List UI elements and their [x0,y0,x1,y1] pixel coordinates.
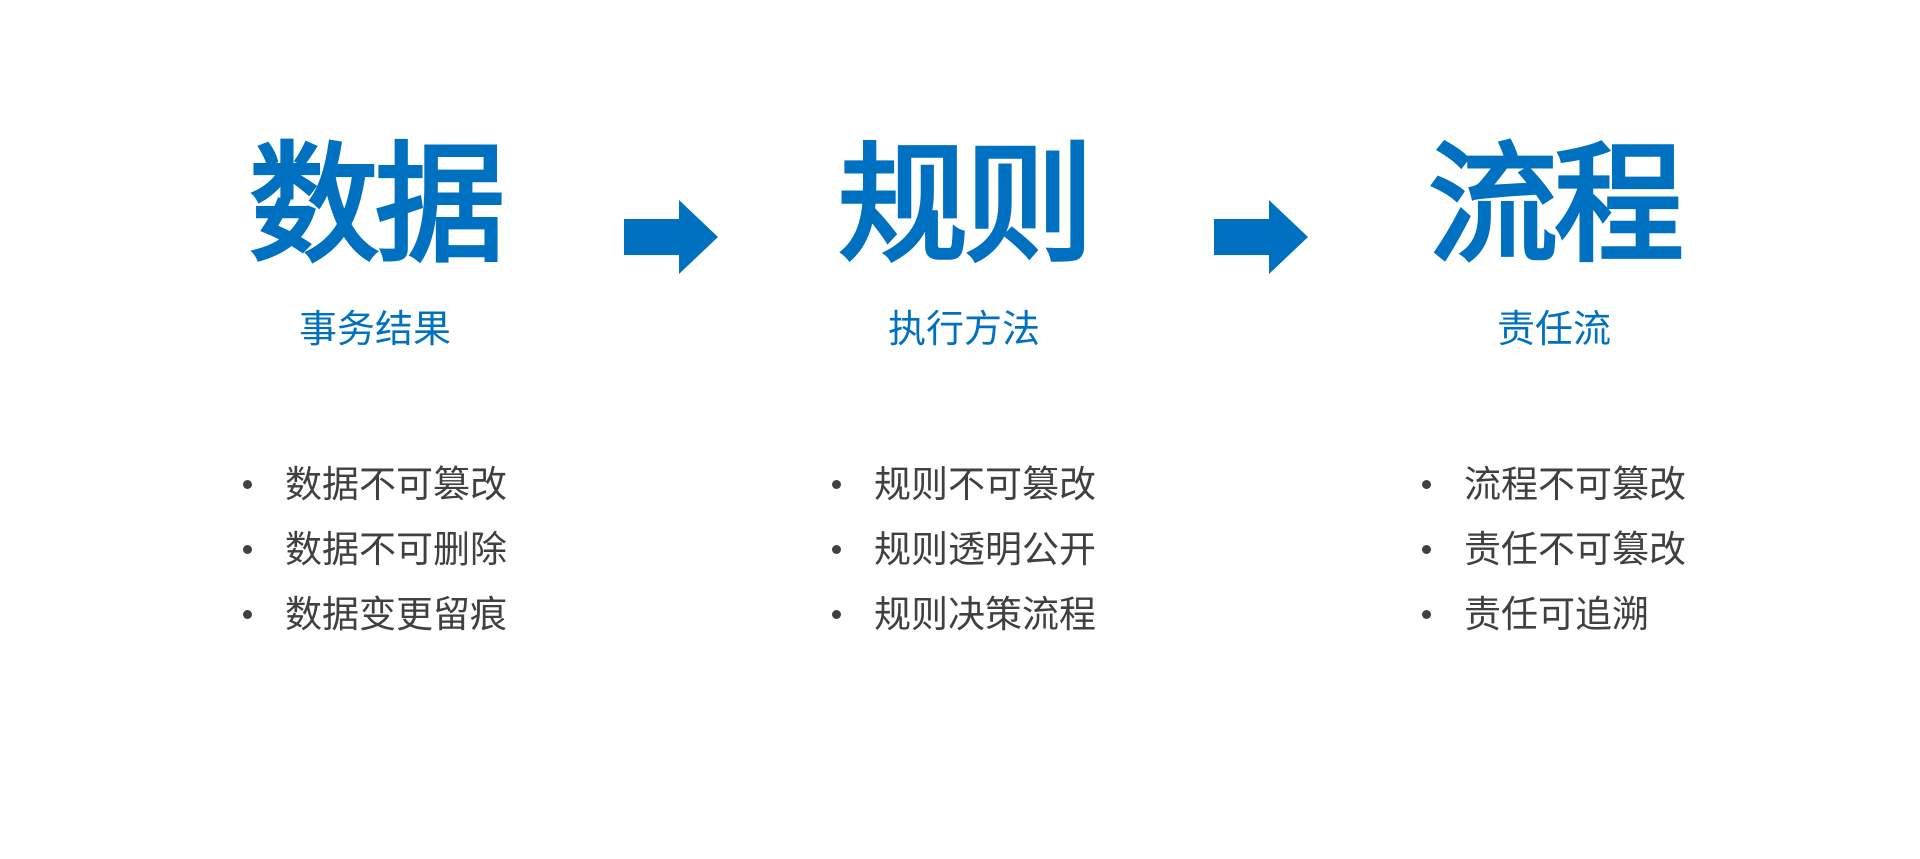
list-item: 规则不可篡改 [832,452,1096,517]
list-item-label: 数据不可删除 [285,528,507,571]
list-item: 数据不可篡改 [243,452,507,517]
column-subtitle: 执行方法 [887,307,1040,351]
list-item-label: 数据变更留痕 [285,593,507,636]
list-item-label: 流程不可篡改 [1464,463,1686,506]
list-item: 数据变更留痕 [243,582,507,647]
list-item-label: 规则透明公开 [874,528,1096,571]
list-item-label: 规则不可篡改 [874,463,1096,506]
column-data: 数据 事务结果 数据不可篡改 数据不可删除 数据变更留痕 [195,0,555,700]
bullet-list: 数据不可篡改 数据不可删除 数据变更留痕 [243,452,507,647]
arrow-right-icon [1214,200,1308,274]
arrow-right-icon [624,200,718,274]
bullet-dot-icon [832,545,841,554]
bullet-dot-icon [1422,480,1431,489]
column-title: 流程 [1427,129,1684,281]
list-item: 责任不可篡改 [1422,517,1686,582]
bullet-dot-icon [1422,545,1431,554]
list-item: 规则决策流程 [832,582,1096,647]
list-item-label: 数据不可篡改 [285,463,507,506]
bullet-dot-icon [1422,610,1431,619]
column-title: 数据 [248,129,505,281]
bullet-dot-icon [243,480,252,489]
bullet-dot-icon [832,610,841,619]
column-subtitle: 责任流 [1496,307,1611,351]
bullet-dot-icon [243,610,252,619]
list-item: 数据不可删除 [243,517,507,582]
column-title: 规则 [837,129,1094,281]
column-subtitle: 事务结果 [298,307,451,351]
list-item: 规则透明公开 [832,517,1096,582]
list-item-label: 责任可追溯 [1464,593,1649,636]
column-rules: 规则 执行方法 规则不可篡改 规则透明公开 规则决策流程 [784,0,1144,700]
bullet-dot-icon [832,480,841,489]
bullet-list: 规则不可篡改 规则透明公开 规则决策流程 [832,452,1096,647]
list-item-label: 规则决策流程 [874,593,1096,636]
list-item-label: 责任不可篡改 [1464,528,1686,571]
column-process: 流程 责任流 流程不可篡改 责任不可篡改 责任可追溯 [1374,0,1734,700]
list-item: 责任可追溯 [1422,582,1686,647]
list-item: 流程不可篡改 [1422,452,1686,517]
bullet-list: 流程不可篡改 责任不可篡改 责任可追溯 [1422,452,1686,647]
bullet-dot-icon [243,545,252,554]
